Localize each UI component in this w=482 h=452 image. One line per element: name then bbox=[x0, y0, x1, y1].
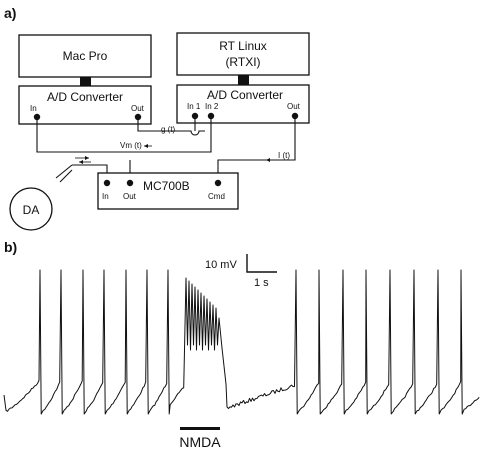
amp-cmd-port bbox=[214, 179, 222, 187]
rt-linux-label: RT Linux bbox=[219, 39, 267, 53]
vm-arrow-head bbox=[144, 144, 148, 148]
membrane-potential-trace bbox=[3, 269, 480, 415]
mc700b-amplifier: MC700B In Out Cmd bbox=[97, 172, 239, 210]
mac-pro-connector bbox=[80, 77, 91, 86]
amp-out-port bbox=[126, 179, 134, 187]
vm-signal-label: Vm (t) bbox=[120, 141, 142, 150]
amp-in-label: In bbox=[102, 192, 109, 201]
adc-right-title: A/D Converter bbox=[207, 88, 283, 102]
mac-pro-computer: Mac Pro bbox=[18, 34, 152, 78]
panel-a-label: a) bbox=[4, 5, 16, 21]
mac-pro-label: Mac Pro bbox=[63, 49, 108, 63]
adc-left-out-label: Out bbox=[131, 104, 145, 113]
g-signal-label: g (t) bbox=[161, 125, 176, 134]
adc-left: A/D Converter In Out bbox=[18, 85, 152, 125]
rt-linux-computer: RT Linux (RTXI) bbox=[176, 32, 310, 76]
amp-name: MC700B bbox=[143, 179, 190, 193]
adc-right-in2-label: In 2 bbox=[205, 102, 219, 111]
da-neuron: DA bbox=[9, 187, 53, 231]
da-label: DA bbox=[23, 203, 40, 217]
arrow-left-head bbox=[79, 160, 83, 164]
adc-right: A/D Converter In 1 In 2 Out bbox=[176, 84, 310, 124]
rtxi-label: (RTXI) bbox=[225, 55, 260, 69]
scale-v-label: 10 mV bbox=[205, 259, 237, 271]
panel-b-label: b) bbox=[4, 239, 17, 255]
arrow-right-head bbox=[85, 156, 89, 160]
adc-right-in1-label: In 1 bbox=[187, 102, 201, 111]
scale-t-label: 1 s bbox=[254, 277, 269, 289]
adc-left-title: A/D Converter bbox=[47, 90, 123, 104]
amp-in-port bbox=[103, 179, 111, 187]
amp-out-label: Out bbox=[123, 192, 137, 201]
scale-bar: 10 mV 1 s bbox=[205, 254, 277, 289]
i-arrow-head bbox=[266, 158, 270, 162]
adc-right-out-label: Out bbox=[287, 102, 301, 111]
i-signal-label: I (t) bbox=[278, 151, 290, 160]
nmda-label: NMDA bbox=[179, 434, 221, 450]
nmda-bar bbox=[180, 427, 220, 430]
adc-left-in-label: In bbox=[30, 104, 37, 113]
amp-cmd-label: Cmd bbox=[208, 192, 225, 201]
rt-linux-connector bbox=[238, 75, 249, 85]
